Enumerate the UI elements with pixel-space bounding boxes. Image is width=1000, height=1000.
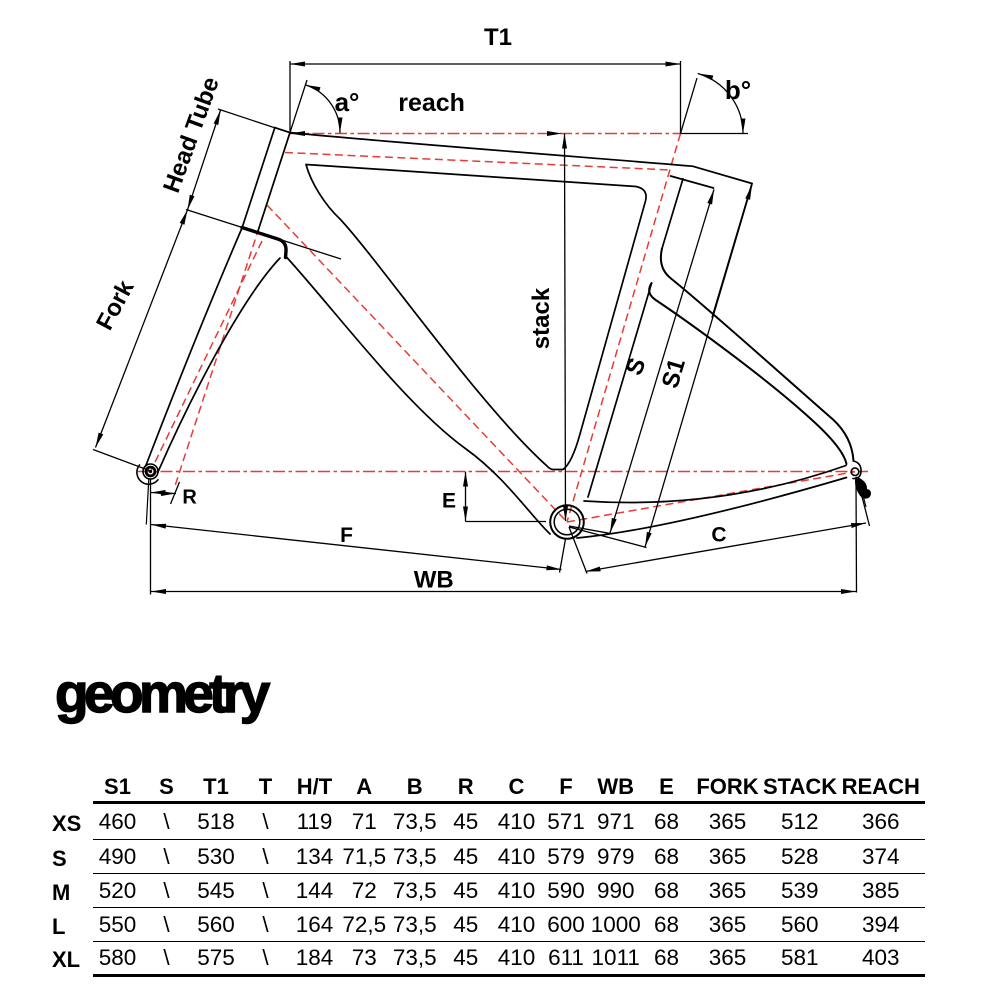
svg-text:b°: b°: [725, 75, 751, 105]
svg-text:Fork: Fork: [91, 275, 140, 334]
svg-text:C: C: [711, 524, 726, 547]
svg-text:reach: reach: [398, 89, 465, 117]
svg-text:a°: a°: [335, 87, 360, 117]
svg-text:stack: stack: [528, 287, 555, 349]
svg-text:R: R: [182, 486, 197, 508]
svg-text:T1: T1: [484, 24, 512, 51]
svg-text:S: S: [621, 354, 652, 379]
svg-text:WB: WB: [414, 567, 454, 594]
svg-text:F: F: [340, 524, 353, 547]
svg-text:E: E: [442, 490, 456, 513]
svg-text:Head Tube: Head Tube: [158, 74, 225, 197]
